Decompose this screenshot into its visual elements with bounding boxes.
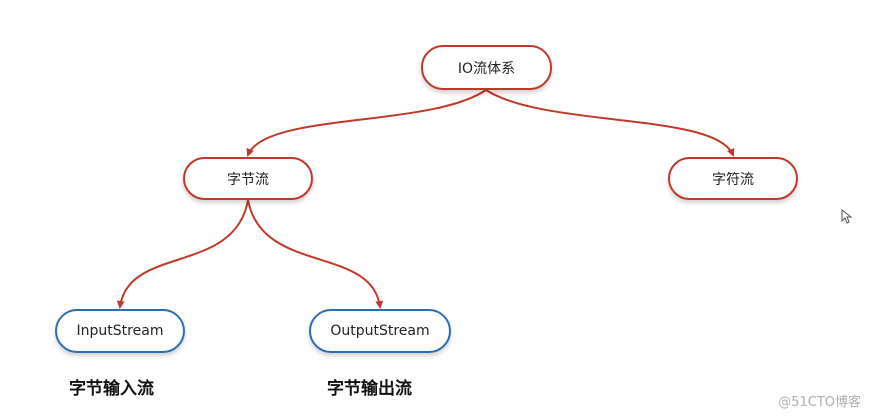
node-input-stream: InputStream bbox=[55, 309, 185, 353]
node-char-stream: 字符流 bbox=[668, 157, 798, 200]
edge-io-to-char-stream bbox=[485, 89, 735, 157]
mouse-pointer-icon bbox=[841, 209, 853, 224]
caption-byte-input-stream: 字节输入流 bbox=[69, 379, 154, 399]
node-byte-stream: 字节流 bbox=[183, 157, 313, 200]
edge-io-to-byte-stream bbox=[246, 89, 487, 157]
edge-byte-to-output-stream bbox=[247, 199, 384, 309]
watermark: @51CTO博客 bbox=[778, 395, 861, 410]
caption-byte-output-stream: 字节输出流 bbox=[327, 379, 412, 399]
node-io-system: IO流体系 bbox=[421, 45, 552, 90]
node-output-stream: OutputStream bbox=[309, 309, 451, 353]
edge-byte-to-input-stream bbox=[116, 199, 249, 309]
